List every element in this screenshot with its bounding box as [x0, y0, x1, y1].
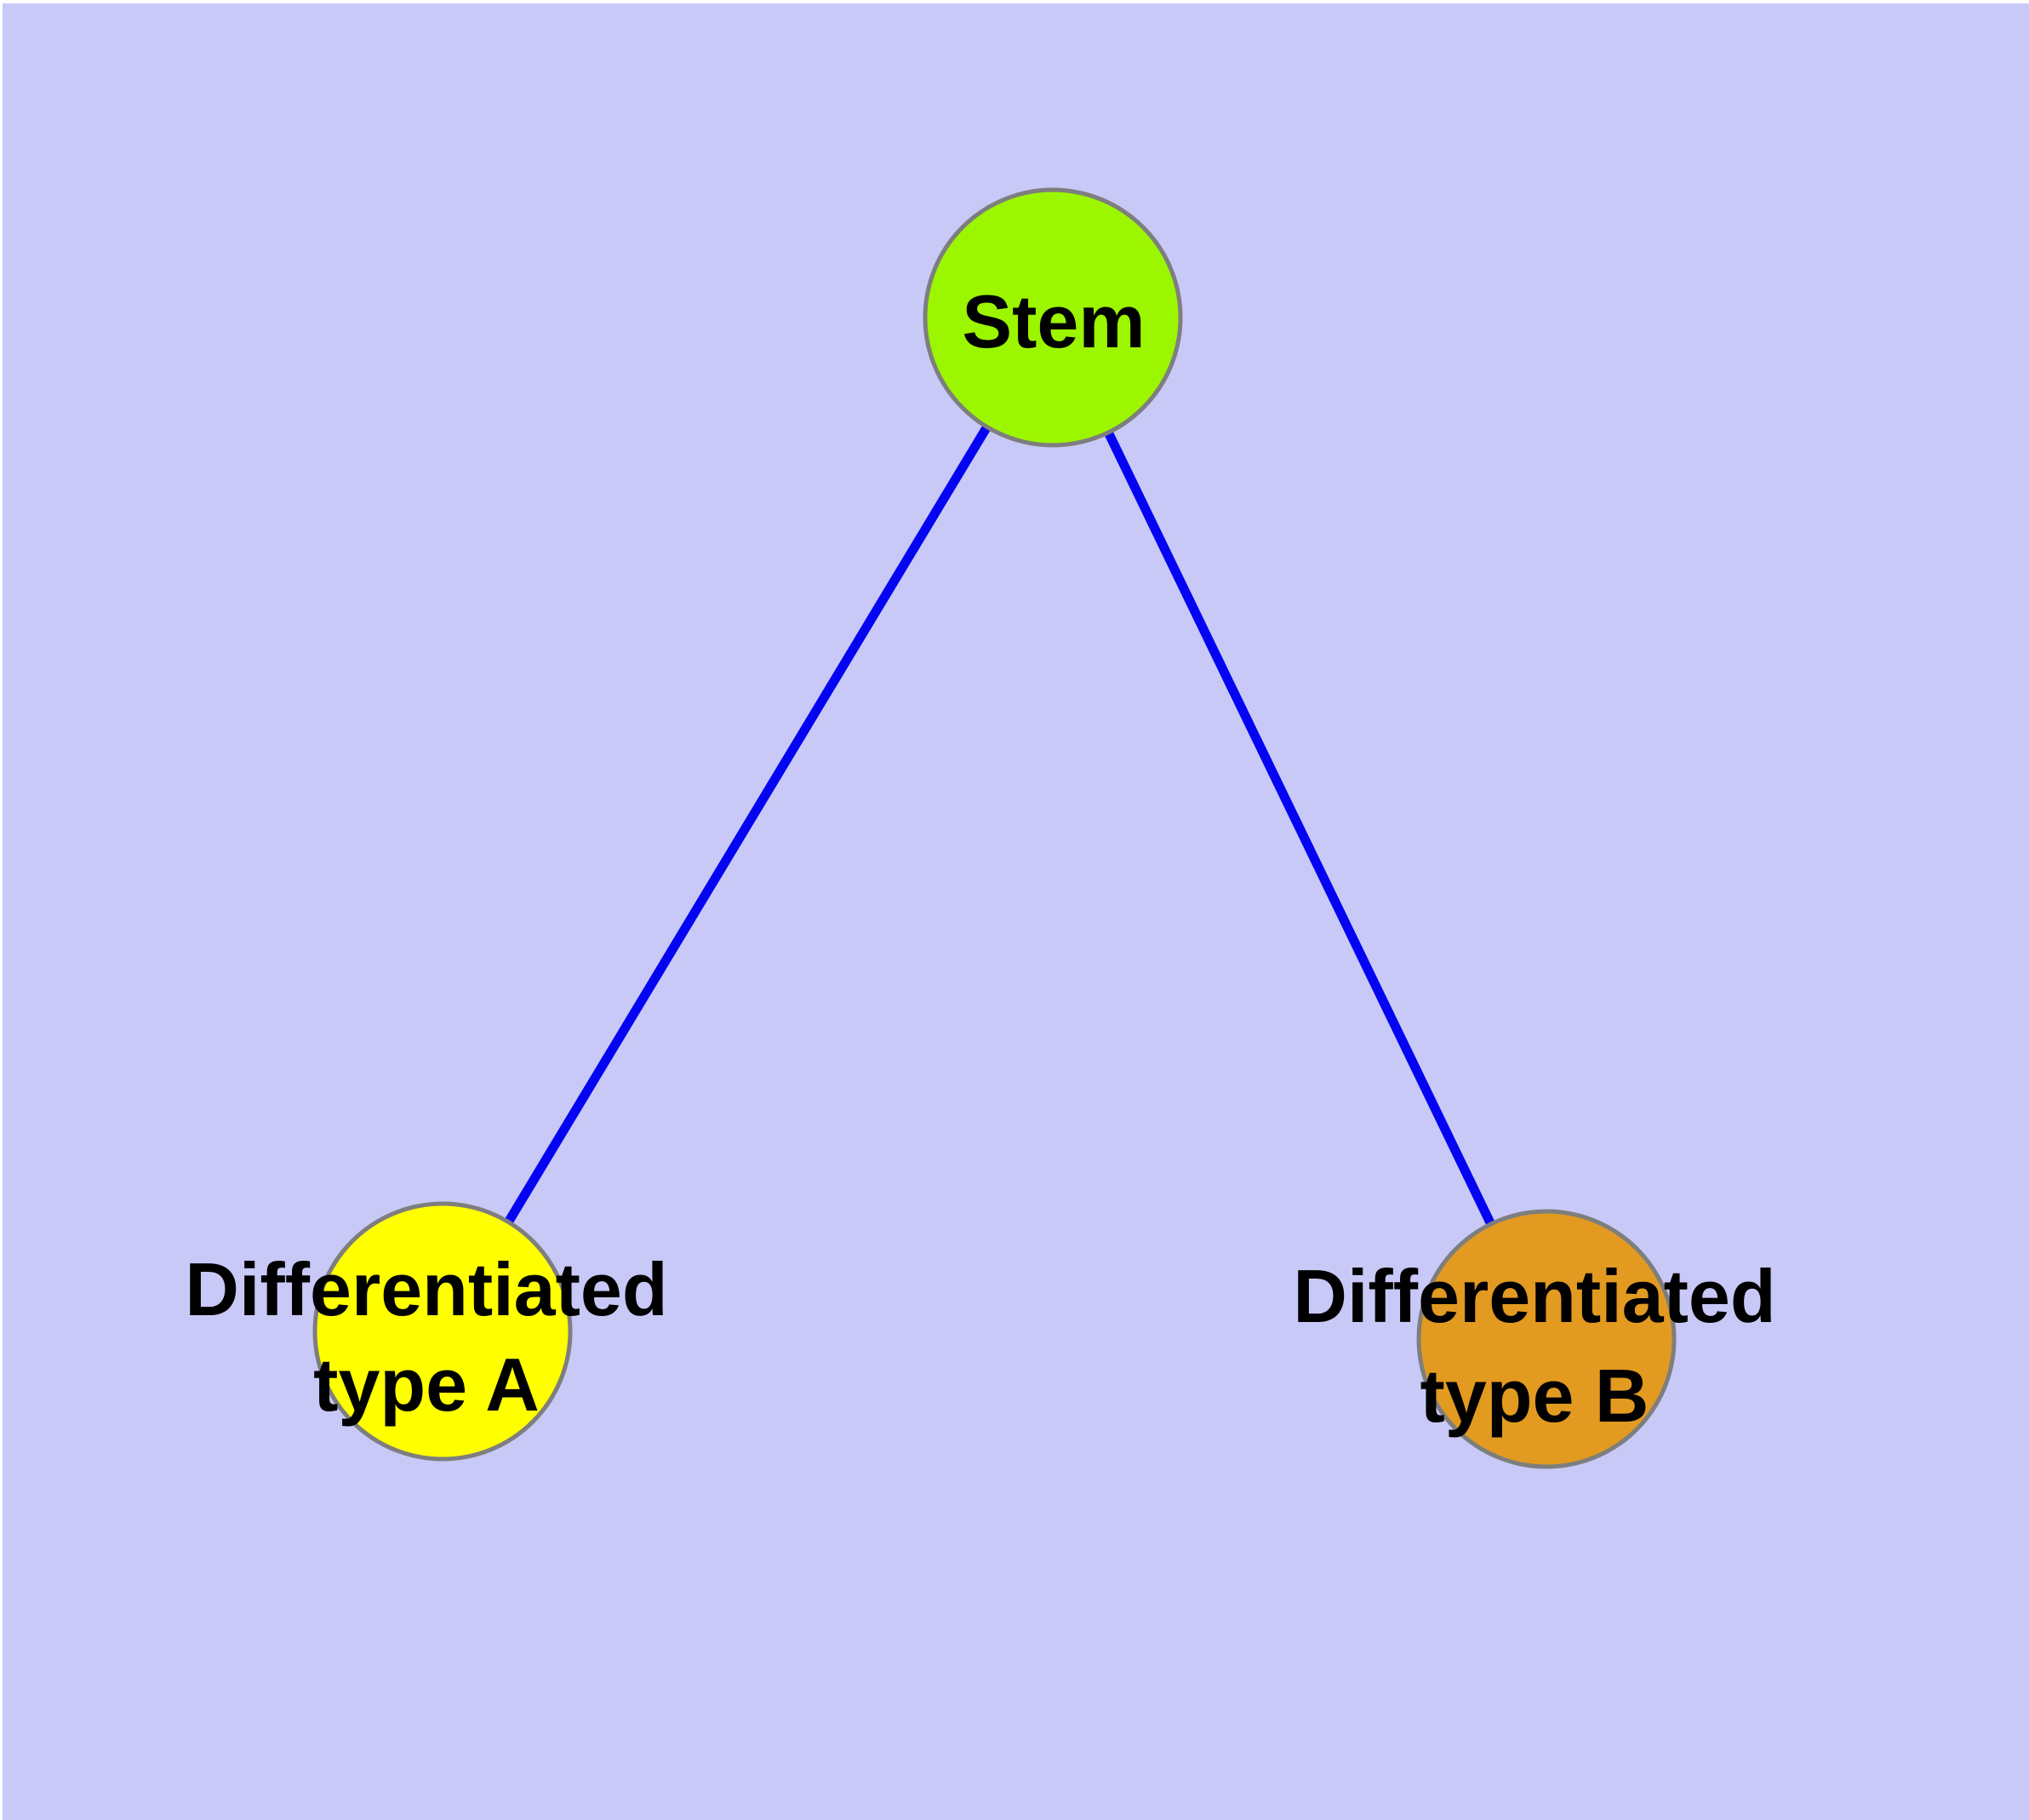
edge-stem-to-differentiated-type-a — [438, 315, 1057, 1334]
node-differentiated-type-a-label-line1: Differentiated — [185, 1247, 667, 1331]
edge-stem-to-differentiated-type-b — [1049, 315, 1551, 1342]
node-stem-circle — [923, 187, 1183, 448]
node-differentiated-type-b-label-line2: type B — [1420, 1354, 1649, 1438]
node-differentiated-type-a: Differentiated type A — [185, 1201, 668, 1462]
node-differentiated-type-b: Differentiated type B — [1293, 1209, 1776, 1469]
node-differentiated-type-b-label-line1: Differentiated — [1293, 1254, 1775, 1338]
node-differentiated-type-a-circle — [312, 1201, 573, 1462]
node-differentiated-type-a-label-line2: type A — [313, 1342, 540, 1427]
node-stem-label: Stem — [962, 279, 1145, 363]
edge-group — [438, 315, 1551, 1342]
node-stem: Stem — [923, 187, 1183, 448]
node-differentiated-type-b-circle — [1416, 1209, 1677, 1469]
